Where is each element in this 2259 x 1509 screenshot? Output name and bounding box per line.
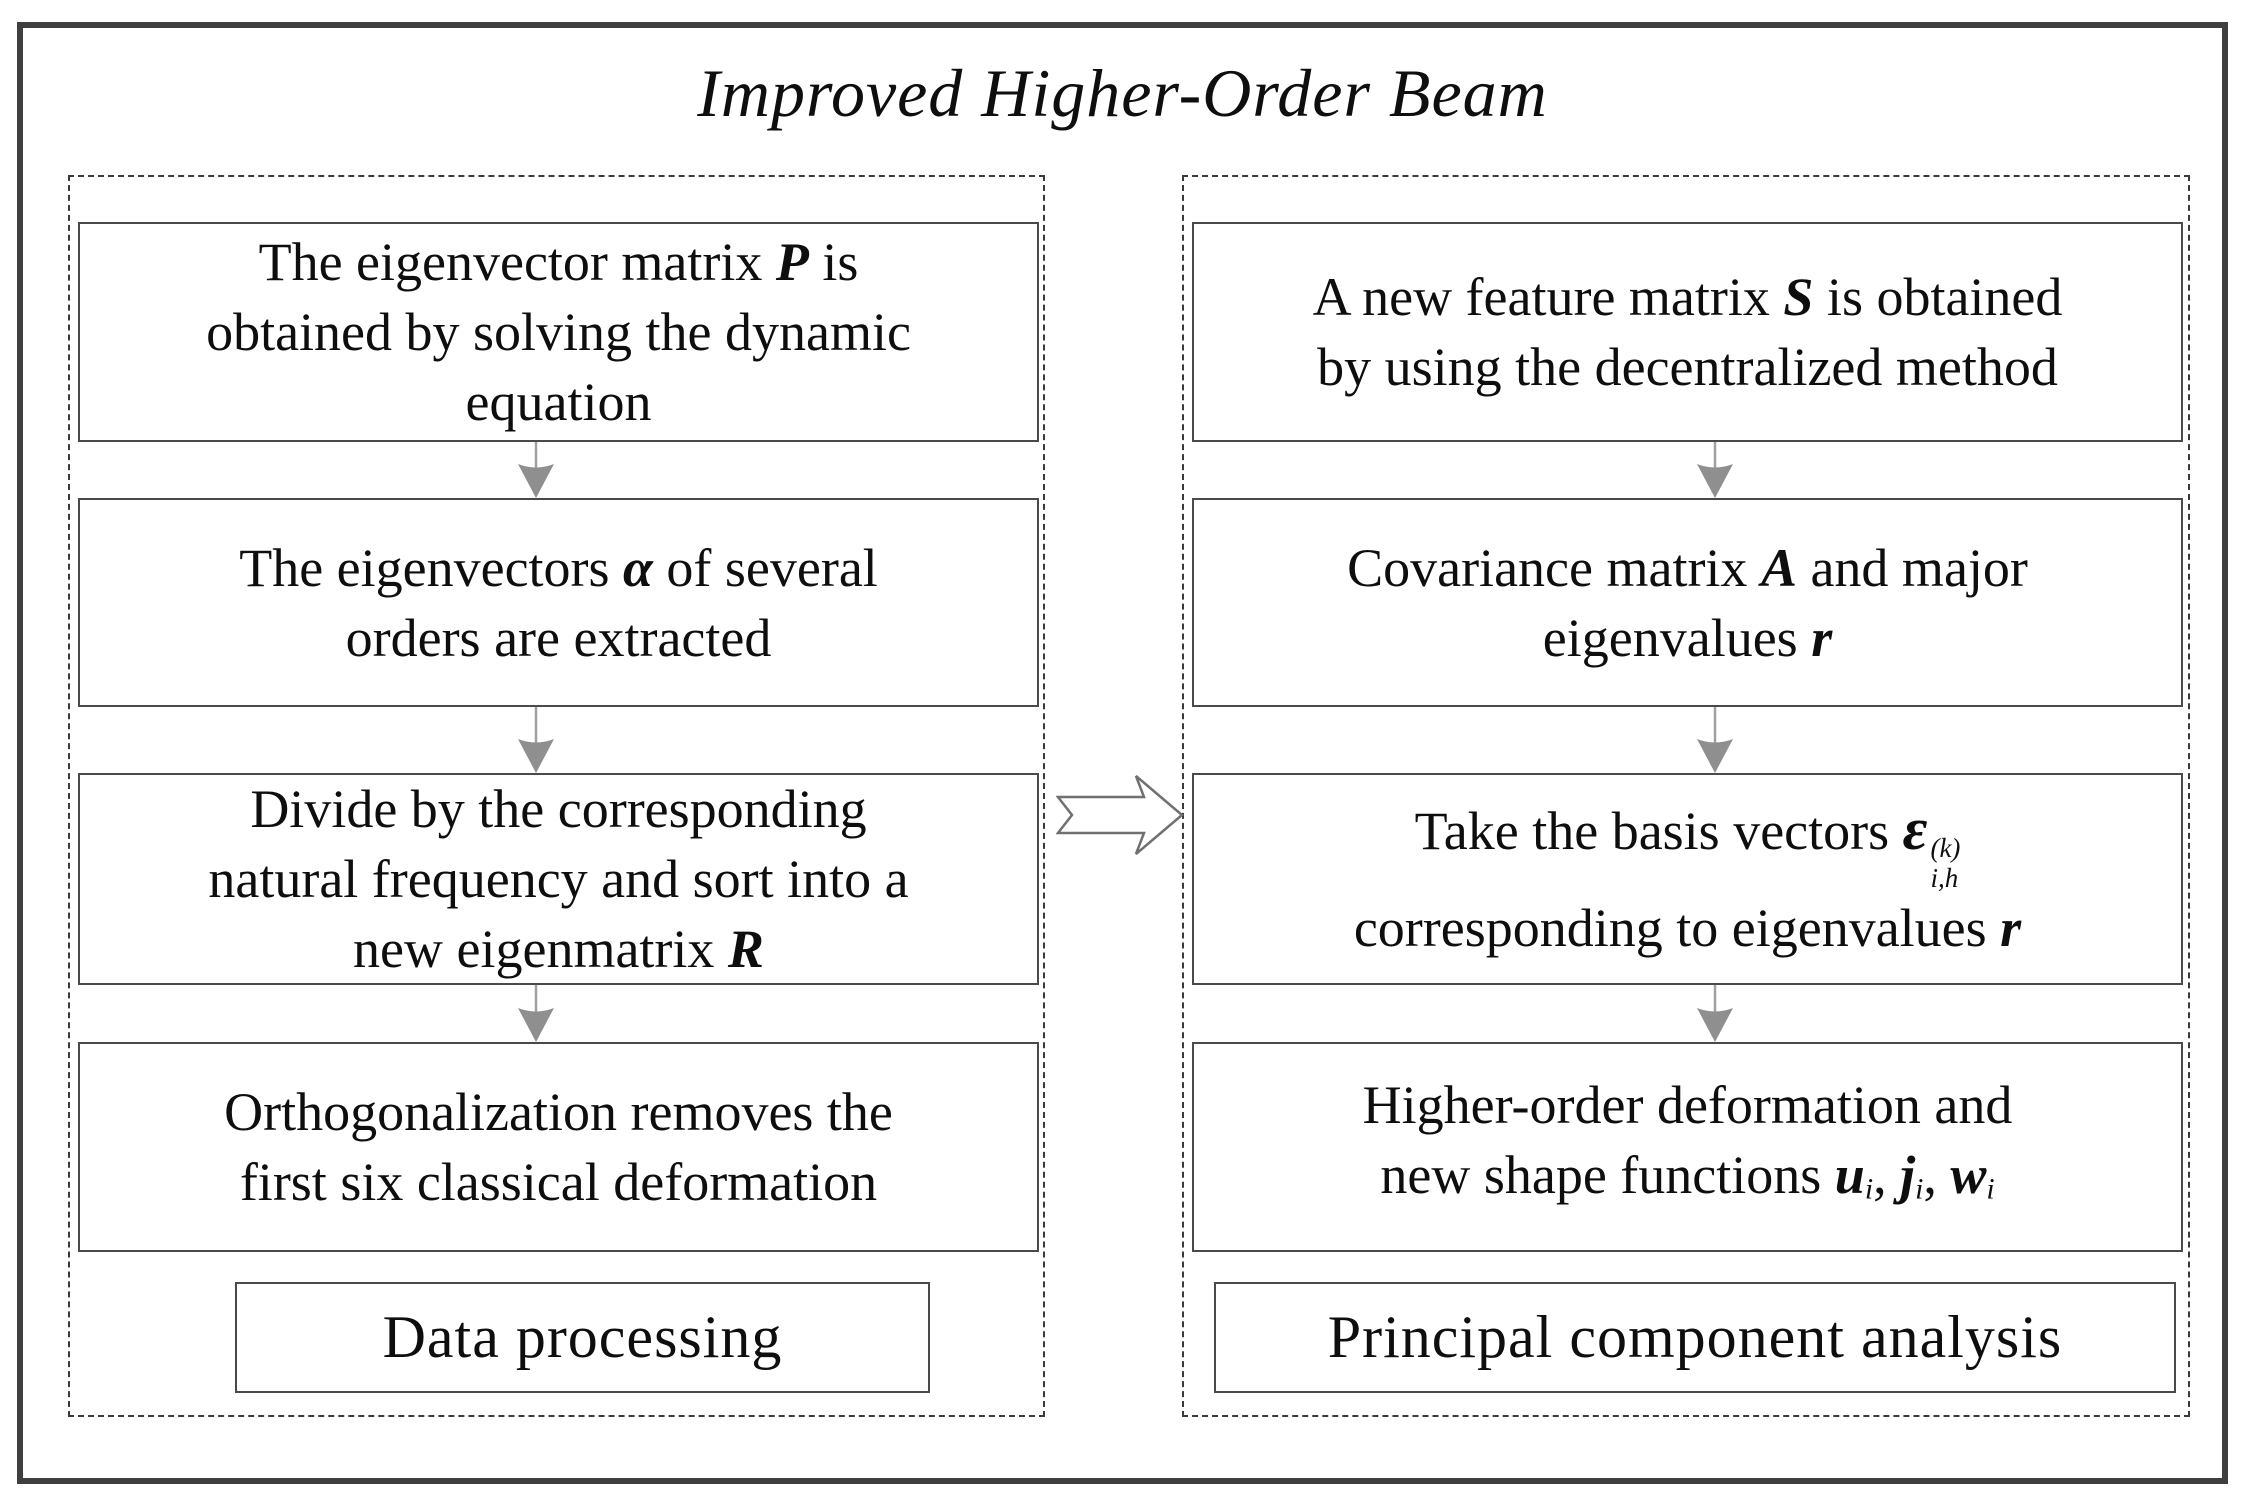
box-text-line: obtained by solving the dynamic bbox=[206, 302, 911, 362]
flow-box-eigenvectors-extracted: The eigenvectors α of several orders are… bbox=[78, 498, 1039, 707]
box-text-line: Orthogonalization removes the bbox=[224, 1082, 893, 1142]
box-text-line: Higher-order deformation and bbox=[1362, 1074, 2013, 1135]
box-text-line: The eigenvectors α of several bbox=[239, 537, 878, 598]
principal-component-analysis-label: Principal component analysis bbox=[1214, 1282, 2176, 1393]
flow-box-eigenvector-matrix: The eigenvector matrix P is obtained by … bbox=[78, 222, 1039, 442]
data-processing-group bbox=[68, 175, 1045, 1417]
right-block-arrow-icon bbox=[1056, 775, 1184, 855]
flow-box-divide-frequency: Divide by the corresponding natural freq… bbox=[78, 773, 1039, 985]
box-text-line: The eigenvector matrix P is bbox=[258, 232, 859, 292]
box-text-line: corresponding to eigenvalues r bbox=[1353, 897, 2022, 958]
box-text-line: Divide by the corresponding bbox=[250, 779, 867, 839]
box-text-line: Take the basis vectors ε(k)i,h bbox=[1414, 796, 1961, 893]
box-text-line: by using the decentralized method bbox=[1317, 337, 2058, 397]
flow-box-basis-vectors: Take the basis vectors ε(k)i,h correspon… bbox=[1192, 773, 2183, 985]
down-arrow-icon bbox=[518, 442, 554, 498]
diagram-title: Improved Higher-Order Beam bbox=[697, 55, 1548, 131]
data-processing-label: Data processing bbox=[235, 1282, 930, 1393]
box-text-line: Covariance matrix A and major bbox=[1347, 537, 2028, 598]
down-arrow-icon bbox=[1697, 707, 1733, 773]
box-text-line: new eigenmatrix R bbox=[353, 919, 764, 979]
box-text-line: new shape functions ui, ji, wi bbox=[1380, 1144, 1995, 1206]
down-arrow-icon bbox=[518, 707, 554, 773]
down-arrow-icon bbox=[518, 985, 554, 1042]
flow-box-higher-order-deformation: Higher-order deformation and new shape f… bbox=[1192, 1042, 2183, 1252]
down-arrow-icon bbox=[1697, 442, 1733, 498]
box-text-line: A new feature matrix S is obtained bbox=[1312, 267, 2063, 327]
flow-box-feature-matrix: A new feature matrix S is obtained by us… bbox=[1192, 222, 2183, 442]
box-text-line: orders are extracted bbox=[345, 607, 772, 668]
down-arrow-icon bbox=[1697, 985, 1733, 1042]
box-text-line: first six classical deformation bbox=[239, 1152, 878, 1212]
flow-box-orthogonalization: Orthogonalization removes the first six … bbox=[78, 1042, 1039, 1252]
box-text-line: eigenvalues r bbox=[1542, 607, 1833, 668]
box-text-line: natural frequency and sort into a bbox=[208, 849, 909, 909]
principal-component-analysis-group bbox=[1182, 175, 2190, 1417]
box-text-line: equation bbox=[465, 372, 652, 432]
flow-box-covariance-matrix: Covariance matrix A and major eigenvalue… bbox=[1192, 498, 2183, 707]
